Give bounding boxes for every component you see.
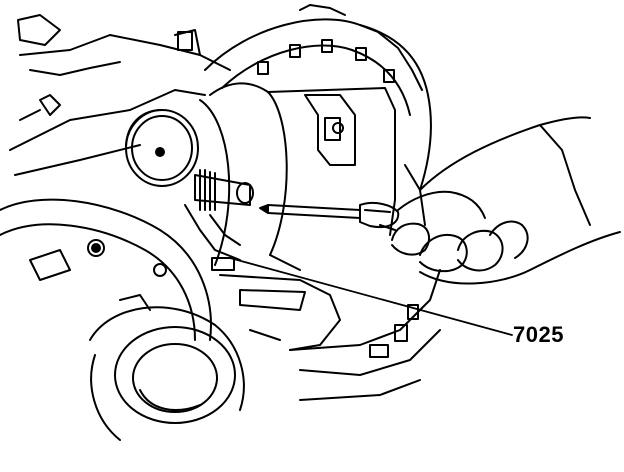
callout-label: 7025 — [513, 322, 564, 347]
engine-block — [10, 15, 230, 175]
clutch-drum — [200, 83, 395, 270]
lower-housing — [220, 270, 440, 400]
shaft-gear — [185, 170, 253, 270]
hand — [380, 117, 620, 283]
pulley — [126, 110, 198, 186]
screwdriver-tool — [260, 203, 398, 227]
callout-leader-line — [230, 258, 512, 335]
hub — [90, 307, 244, 440]
flywheel — [0, 200, 211, 340]
